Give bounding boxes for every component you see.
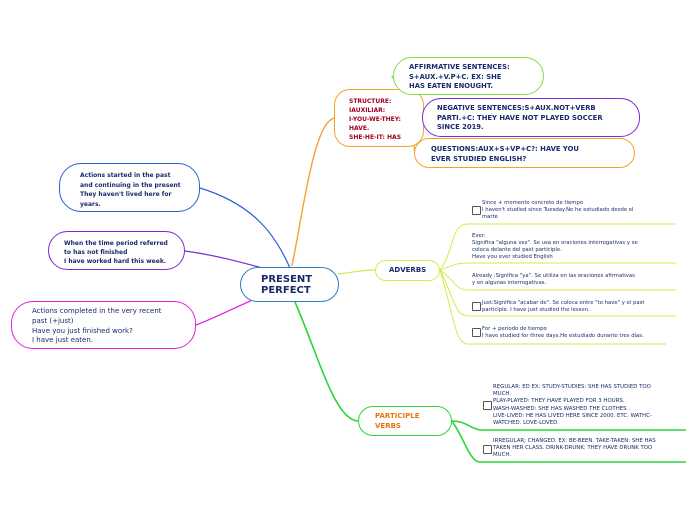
link-adverb-3 xyxy=(439,269,676,291)
topic-actions-started[interactable]: Actions started in the past and continui… xyxy=(59,163,200,212)
topic-participle-verbs-label: PARTICIPLE VERBS xyxy=(375,412,420,430)
topic-time-period-text: When the time period referred to has not… xyxy=(64,240,168,265)
participle-item-regular: REGULAR: ED EX: STUDY-STUDIES: SHE HAS S… xyxy=(493,384,652,427)
link-participle-1 xyxy=(451,420,686,431)
topic-negative-text: NEGATIVE SENTENCES:S+AUX.NOT+VERB PARTI.… xyxy=(437,104,603,131)
topic-affirmative-text: AFFIRMATIVE SENTENCES: S+AUX.+V.P+C. EX:… xyxy=(409,63,510,90)
adverb-1-checkbox[interactable] xyxy=(472,206,481,215)
topic-affirmative[interactable]: AFFIRMATIVE SENTENCES: S+AUX.+V.P+C. EX:… xyxy=(393,57,544,95)
topic-adverbs-label: ADVERBS xyxy=(389,266,427,274)
central-topic-label: PRESENT PERFECT xyxy=(261,274,313,296)
topic-questions-text: QUESTIONS:AUX+S+VP+C?: HAVE YOU EVER STU… xyxy=(431,145,579,163)
topic-negative[interactable]: NEGATIVE SENTENCES:S+AUX.NOT+VERB PARTI.… xyxy=(422,98,640,137)
link-adverbs xyxy=(337,269,376,275)
adverb-item-since: Since + momento concreto de tiempo I hav… xyxy=(482,200,634,220)
topic-actions-completed[interactable]: Actions completed in the very recent pas… xyxy=(11,301,196,349)
link-adverb-2 xyxy=(439,262,676,271)
topic-time-period[interactable]: When the time period referred to has not… xyxy=(48,231,185,270)
link-actions-started xyxy=(199,187,291,269)
participle-1-checkbox[interactable] xyxy=(483,401,492,410)
topic-questions[interactable]: QUESTIONS:AUX+S+VP+C?: HAVE YOU EVER STU… xyxy=(414,138,635,168)
link-participle-2 xyxy=(451,420,686,463)
adverb-4-checkbox[interactable] xyxy=(472,302,481,311)
topic-actions-started-text: Actions started in the past and continui… xyxy=(80,172,181,208)
adverb-item-for: For + período de tiempo I have studied f… xyxy=(482,326,644,339)
link-adverb-5 xyxy=(439,269,666,345)
link-adverb-1 xyxy=(439,223,676,271)
topic-adverbs[interactable]: ADVERBS xyxy=(375,260,440,281)
adverb-5-checkbox[interactable] xyxy=(472,328,481,337)
participle-item-irregular: IRREGULAR; CHANGED. EX: BE-BEEN. TAKE-TA… xyxy=(493,438,656,459)
participle-2-checkbox[interactable] xyxy=(483,445,492,454)
topic-structure[interactable]: STRUCTURE: IAUXILIAR: I-YOU-WE-THEY: HAV… xyxy=(334,89,424,147)
topic-actions-completed-text: Actions completed in the very recent pas… xyxy=(32,307,162,345)
central-topic[interactable]: PRESENT PERFECT xyxy=(240,267,339,302)
link-structure xyxy=(291,117,336,267)
link-adverb-4 xyxy=(439,269,676,317)
link-participle xyxy=(294,301,359,422)
topic-structure-text: STRUCTURE: IAUXILIAR: I-YOU-WE-THEY: HAV… xyxy=(349,98,402,141)
topic-participle-verbs[interactable]: PARTICIPLE VERBS xyxy=(358,406,452,436)
adverb-item-ever: Ever: Significa "alguna vez". Se usa en … xyxy=(472,233,638,260)
adverb-item-already: Already :Significa "ya". Se utiliza en l… xyxy=(472,273,635,286)
adverb-item-just: Just:Significa "acabar de". Se coloca en… xyxy=(482,300,645,313)
